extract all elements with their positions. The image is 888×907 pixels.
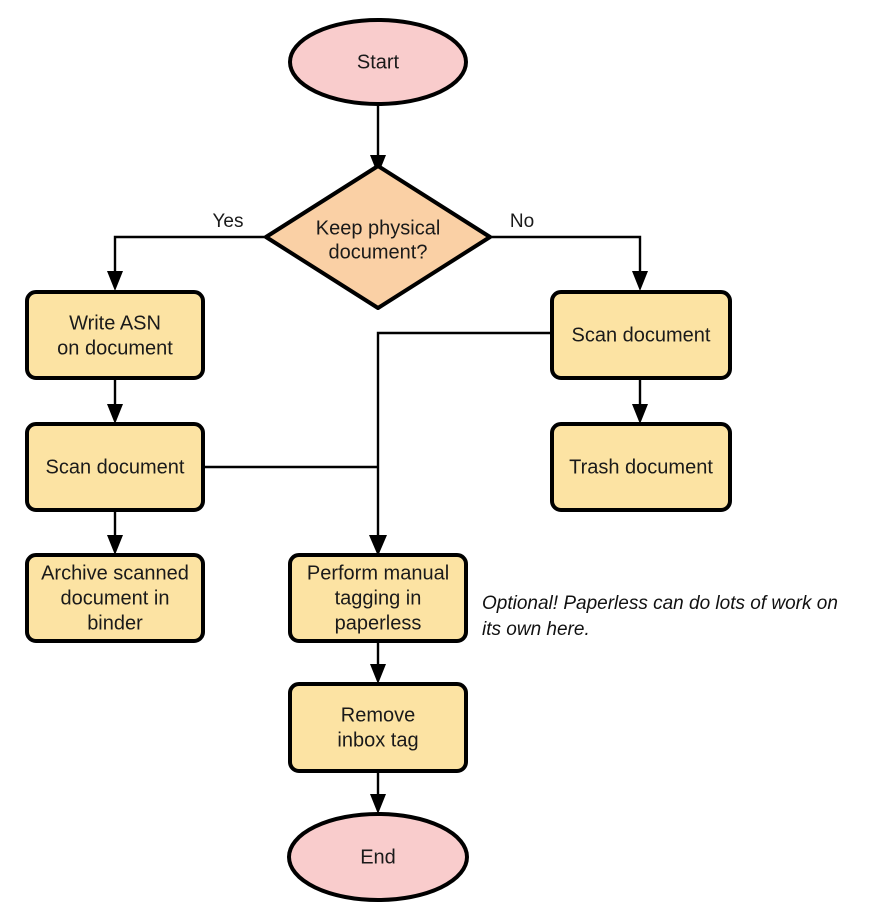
- start-ellipse[interactable]: [288, 18, 468, 106]
- node-scan-document-left[interactable]: Scan document: [25, 422, 205, 512]
- start-label: Start: [357, 51, 400, 73]
- write-asn-label-line2: on document: [57, 337, 173, 359]
- archive-label-line1: Archive scanned: [41, 562, 189, 584]
- tagging-box[interactable]: [288, 553, 468, 643]
- arrow-head-icon: [632, 404, 648, 424]
- decision-label-line1: Keep physical: [316, 217, 441, 239]
- edge-scan-right-to-trash: [632, 378, 648, 424]
- scan-right-box[interactable]: [550, 290, 732, 380]
- arrow-head-icon: [370, 794, 386, 814]
- arrow-head-icon: [369, 535, 387, 556]
- edge-tagging-to-remove-tag: [370, 641, 386, 684]
- decision-diamond[interactable]: [264, 164, 492, 310]
- edge-remove-tag-to-end: [370, 771, 386, 814]
- node-start[interactable]: Start: [288, 18, 468, 106]
- edge-scan-left-to-archive: [107, 510, 123, 555]
- arrow-head-icon: [107, 271, 123, 291]
- arrow-head-icon: [370, 664, 386, 684]
- node-end[interactable]: End: [287, 812, 469, 902]
- node-archive-scanned-document[interactable]: Archive scanned document in binder: [25, 553, 205, 643]
- scan-right-label: Scan document: [572, 324, 711, 346]
- tagging-label-line1: Perform manual: [307, 562, 449, 584]
- edge-write-asn-to-scan-left: [107, 378, 123, 424]
- edge-scan-right-to-tagging: [369, 331, 552, 556]
- tagging-label-line2: tagging in: [335, 587, 422, 609]
- end-label: End: [360, 846, 396, 868]
- scan-left-label: Scan document: [46, 456, 185, 478]
- scan-left-box[interactable]: [25, 422, 205, 512]
- trash-label: Trash document: [569, 456, 713, 478]
- node-remove-inbox-tag[interactable]: Remove inbox tag: [288, 682, 468, 773]
- edge-label-yes: Yes: [213, 211, 244, 232]
- edge-line: [490, 235, 642, 278]
- archive-label-line3: binder: [87, 612, 143, 634]
- remove-tag-box[interactable]: [288, 682, 468, 773]
- remove-tag-label-line1: Remove: [341, 704, 415, 726]
- edge-decision-no-to-scan-right: [490, 235, 648, 291]
- edge-line: [113, 235, 266, 278]
- trash-box[interactable]: [550, 422, 732, 512]
- end-ellipse[interactable]: [287, 812, 469, 902]
- archive-box[interactable]: [25, 553, 205, 643]
- edge-decision-yes-to-write-asn: [107, 235, 266, 291]
- annotation-optional-note: Optional! Paperless can do lots of work …: [482, 593, 838, 640]
- arrow-head-icon: [107, 404, 123, 424]
- node-decision-keep-physical-document[interactable]: Keep physical document?: [264, 164, 492, 310]
- arrow-head-icon: [632, 271, 648, 291]
- remove-tag-label-line2: inbox tag: [337, 729, 418, 751]
- tagging-label-line3: paperless: [335, 612, 422, 634]
- edge-line: [376, 331, 552, 542]
- node-trash-document[interactable]: Trash document: [550, 422, 732, 512]
- edge-label-no: No: [510, 211, 534, 232]
- node-write-asn-on-document[interactable]: Write ASN on document: [25, 290, 205, 380]
- node-scan-document-right[interactable]: Scan document: [550, 290, 732, 380]
- write-asn-box[interactable]: [25, 290, 205, 380]
- node-perform-manual-tagging[interactable]: Perform manual tagging in paperless: [288, 553, 468, 643]
- decision-label-line2: document?: [329, 241, 428, 263]
- archive-label-line2: document in: [61, 587, 170, 609]
- write-asn-label-line1: Write ASN: [69, 312, 161, 334]
- annotation-line1: Optional! Paperless can do lots of work …: [482, 593, 838, 614]
- annotation-line2: its own here.: [482, 619, 590, 640]
- arrow-head-icon: [107, 535, 123, 555]
